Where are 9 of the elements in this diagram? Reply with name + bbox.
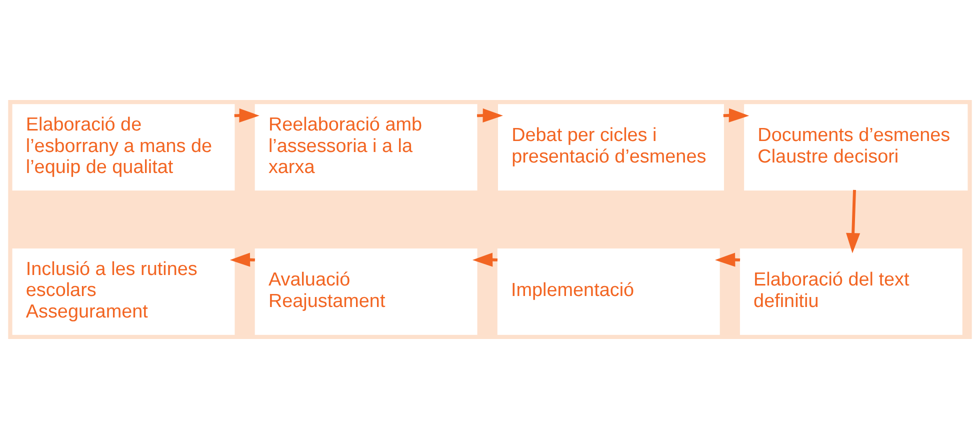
- node-box: Elaboració de l’esborrany a mans de l’equip de qualitat: [12, 104, 235, 191]
- node-box: Reelaboració amb l’assessoria i a la xarxa: [254, 104, 478, 191]
- arrow: [846, 190, 860, 254]
- node-box: Documents d’esmenes Claustre decisori: [744, 104, 968, 191]
- node-box: Avaluació Reajustament: [254, 248, 478, 335]
- node-box: Implementació: [497, 248, 720, 335]
- node-box: Elaboració del text definitiu: [740, 248, 962, 335]
- node-box: Debat per cicles i presentació d’esmenes: [498, 104, 724, 191]
- node-box: Inclusió a les rutines escolars Assegurament: [12, 248, 235, 335]
